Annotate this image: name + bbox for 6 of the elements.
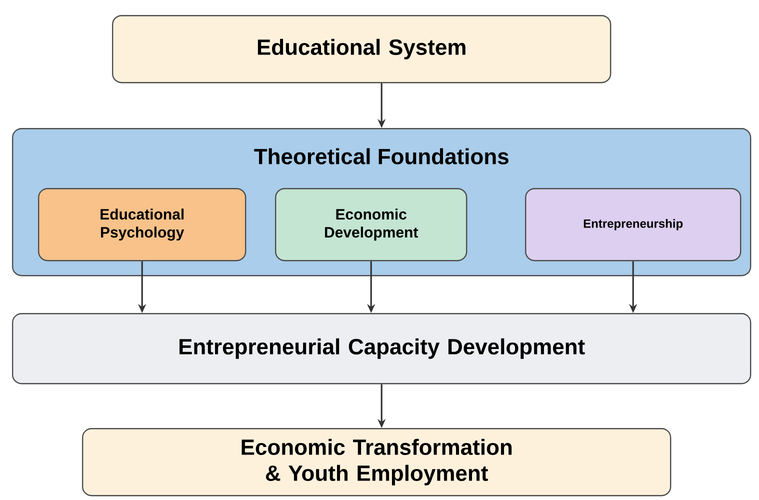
process-box: Entrepreneurial Capacity Development (12, 313, 752, 384)
process-box: Educational Psychology (38, 188, 246, 262)
process-box: Economic Development (275, 188, 468, 262)
process-box: Educational System (112, 15, 612, 84)
process-box: Entrepreneurship (525, 188, 742, 262)
process-box: Economic Transformation & Youth Employment (82, 428, 672, 496)
